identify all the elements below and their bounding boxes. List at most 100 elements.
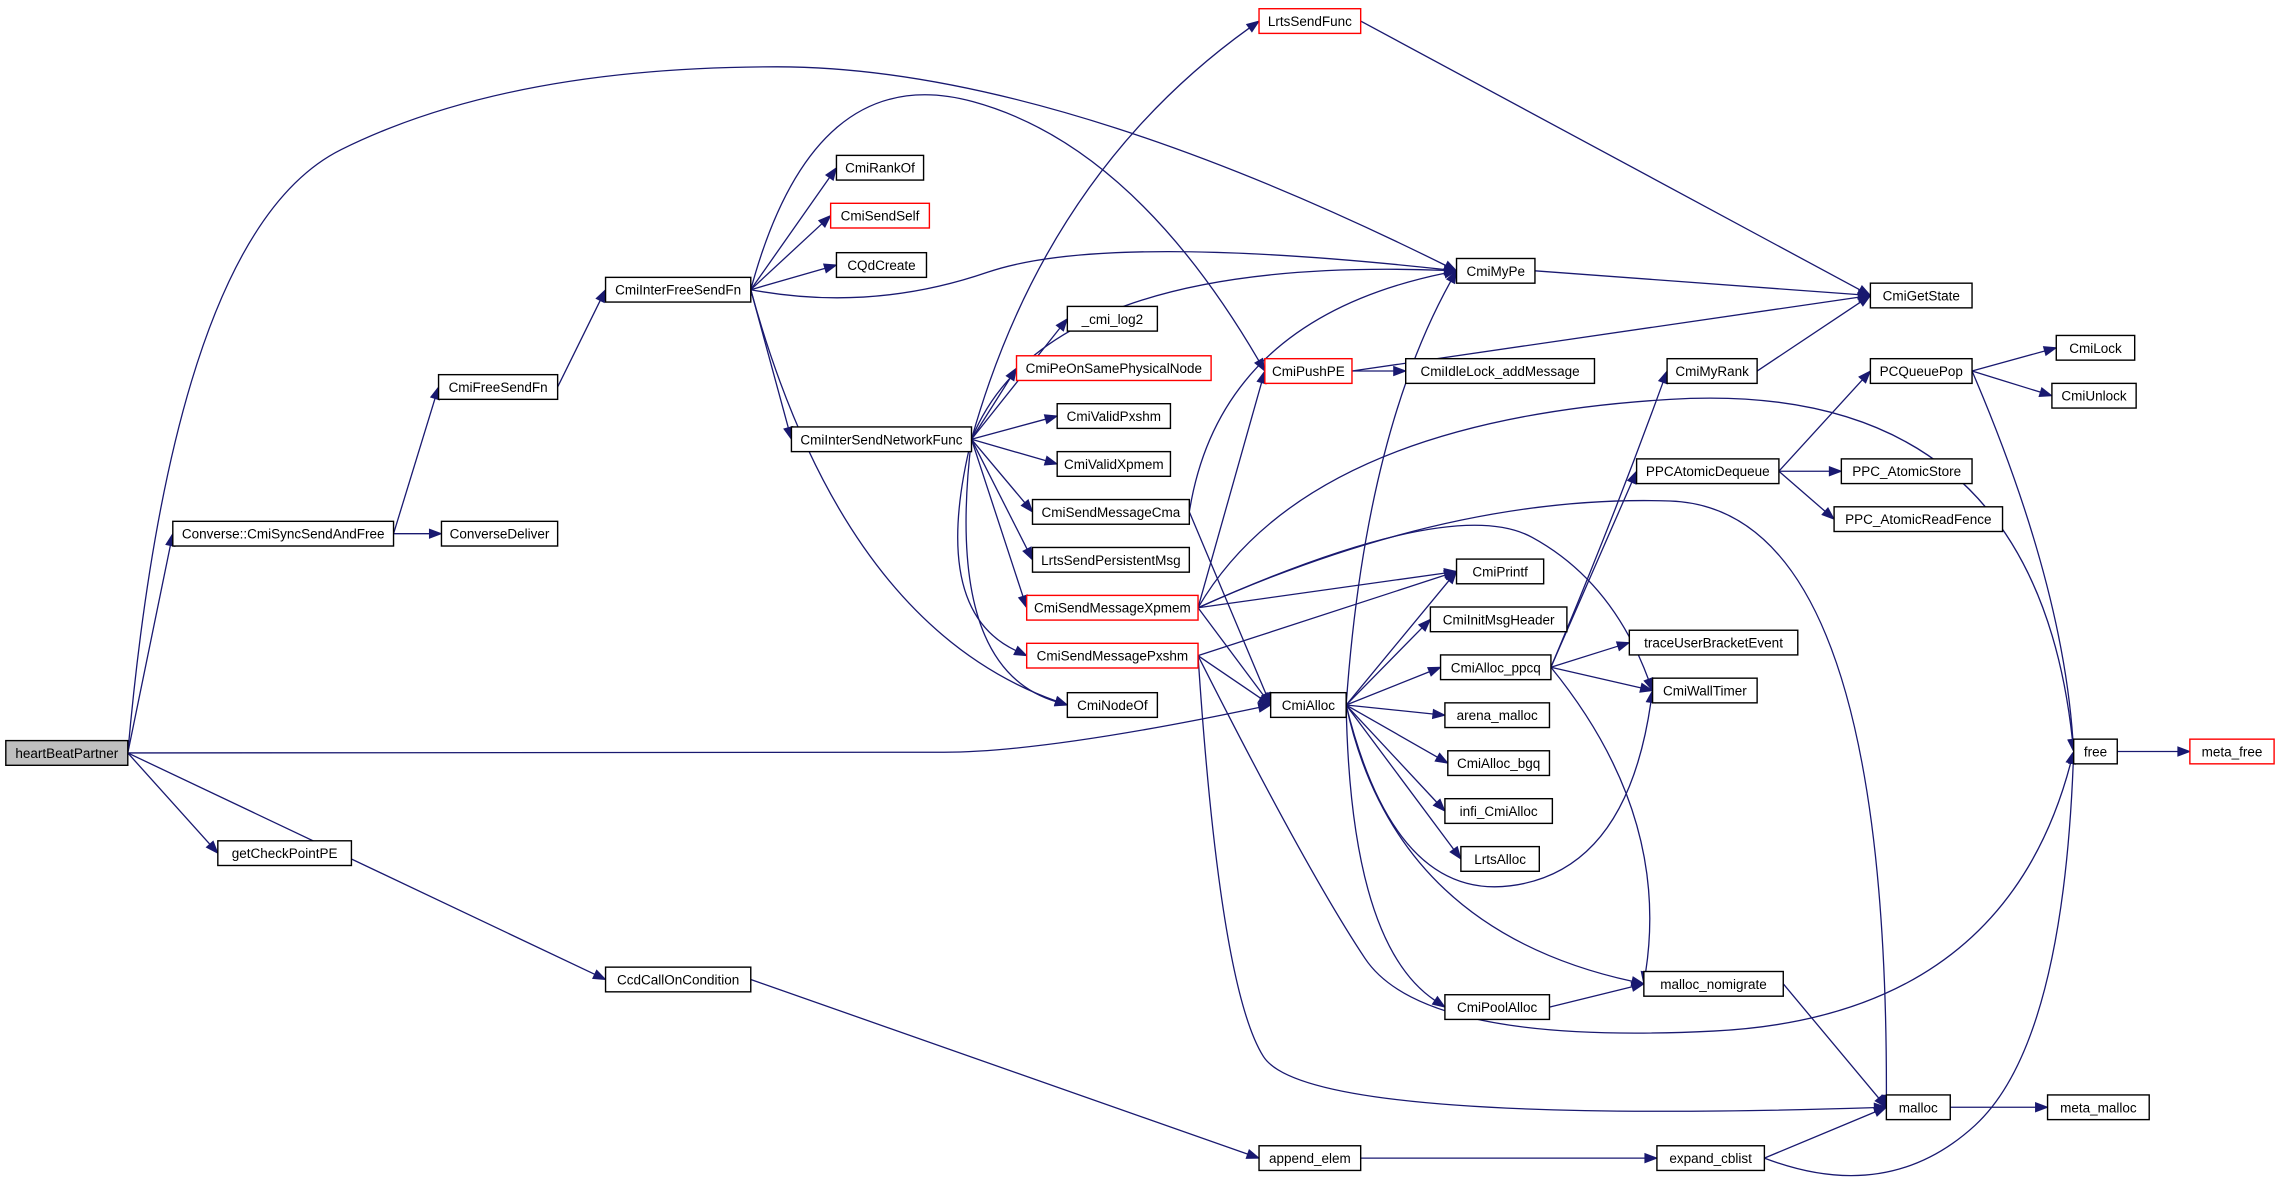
node-meta_free[interactable]: meta_free xyxy=(2189,738,2275,765)
node-CmiPushPE[interactable]: CmiPushPE xyxy=(1264,357,1353,385)
node-label[interactable]: CmiWallTimer xyxy=(1663,684,1747,699)
node-box[interactable] xyxy=(1066,305,1159,332)
node-label[interactable]: _cmi_log2 xyxy=(1081,312,1144,327)
node-box[interactable] xyxy=(440,520,559,547)
node-label[interactable]: CmiGetState xyxy=(1883,289,1960,304)
node-box[interactable] xyxy=(2189,738,2275,765)
node-label[interactable]: PPC_AtomicStore xyxy=(1852,464,1961,479)
node-box[interactable] xyxy=(835,251,928,279)
node-label[interactable]: CmiPushPE xyxy=(1272,364,1345,379)
node-label[interactable]: CmiUnlock xyxy=(2061,389,2127,404)
node-label[interactable]: CmiValidPxshm xyxy=(1067,409,1161,424)
node-box[interactable] xyxy=(1643,970,1784,997)
node-CmiSendMessageXpmem[interactable]: CmiSendMessageXpmem xyxy=(1025,594,1199,621)
node-box[interactable] xyxy=(2046,1094,2150,1121)
node-CmiWallTimer[interactable]: CmiWallTimer xyxy=(1651,677,1758,704)
node-PPCAtomicDequeue[interactable]: PPCAtomicDequeue xyxy=(1635,458,1780,485)
node-free[interactable]: free xyxy=(2072,738,2118,765)
node-box[interactable] xyxy=(1447,750,1551,777)
node-box[interactable] xyxy=(2051,382,2137,409)
node-CmiInterFreeSendFn[interactable]: CmiInterFreeSendFn xyxy=(604,276,752,303)
node-label[interactable]: CmiAlloc xyxy=(1282,698,1336,713)
node-label[interactable]: LrtsSendFunc xyxy=(1268,14,1352,29)
node-meta_malloc[interactable]: meta_malloc xyxy=(2046,1094,2150,1121)
node-box[interactable] xyxy=(1258,8,1362,35)
node-traceUserBracketEvent[interactable]: traceUserBracketEvent xyxy=(1628,629,1799,656)
node-box[interactable] xyxy=(1444,702,1551,729)
node-CmiSendMessageCma[interactable]: CmiSendMessageCma xyxy=(1031,498,1191,525)
node-label[interactable]: CmiSendSelf xyxy=(841,209,920,224)
node-box[interactable] xyxy=(437,373,559,401)
node-box[interactable] xyxy=(1264,357,1353,385)
node-label[interactable]: malloc xyxy=(1899,1100,1938,1115)
node-ConverseCmiSyncSendAndFree[interactable]: Converse::CmiSyncSendAndFree xyxy=(172,520,395,547)
node-CmiSendSelf[interactable]: CmiSendSelf xyxy=(829,202,931,229)
node-box[interactable] xyxy=(1869,282,1973,309)
node-ConverseDeliver[interactable]: ConverseDeliver xyxy=(440,520,559,547)
node-label[interactable]: malloc_nomigrate xyxy=(1660,977,1767,992)
node-box[interactable] xyxy=(1025,594,1199,621)
node-label[interactable]: CmiPoolAlloc xyxy=(1457,1000,1538,1015)
node-label[interactable]: Converse::CmiSyncSendAndFree xyxy=(182,527,385,542)
node-box[interactable] xyxy=(1269,691,1347,719)
node-CmiPoolAlloc[interactable]: CmiPoolAlloc xyxy=(1444,994,1551,1021)
node-_cmi_log2[interactable]: _cmi_log2 xyxy=(1066,305,1159,332)
node-CmiInterSendNetworkFunc[interactable]: CmiInterSendNetworkFunc xyxy=(790,426,973,453)
node-label[interactable]: LrtsAlloc xyxy=(1474,852,1526,867)
node-label[interactable]: PPCAtomicDequeue xyxy=(1646,464,1770,479)
node-box[interactable] xyxy=(1056,403,1172,430)
node-box[interactable] xyxy=(1404,357,1596,385)
node-box[interactable] xyxy=(172,520,395,547)
node-label[interactable]: CcdCallOnCondition xyxy=(617,972,739,987)
node-CmiRankOf[interactable]: CmiRankOf xyxy=(835,154,925,181)
node-CcdCallOnCondition[interactable]: CcdCallOnCondition xyxy=(604,966,752,993)
node-box[interactable] xyxy=(790,426,973,453)
node-PPC_AtomicStore[interactable]: PPC_AtomicStore xyxy=(1840,458,1973,485)
node-label[interactable]: CQdCreate xyxy=(847,258,915,273)
node-CmiMyPe[interactable]: CmiMyPe xyxy=(1455,257,1536,284)
node-box[interactable] xyxy=(217,840,353,867)
node-label[interactable]: CmiInitMsgHeader xyxy=(1443,612,1555,627)
node-box[interactable] xyxy=(1651,677,1758,704)
node-CmiSendMessagePxshm[interactable]: CmiSendMessagePxshm xyxy=(1025,642,1199,669)
node-box[interactable] xyxy=(1460,845,1540,873)
node-box[interactable] xyxy=(2072,738,2118,765)
node-box[interactable] xyxy=(1656,1145,1766,1172)
node-box[interactable] xyxy=(1066,691,1159,719)
node-CmiNodeOf[interactable]: CmiNodeOf xyxy=(1066,691,1159,719)
node-box[interactable] xyxy=(1031,498,1191,525)
node-box[interactable] xyxy=(1666,357,1758,385)
node-box[interactable] xyxy=(1869,357,1973,385)
node-CmiAlloc_ppcq[interactable]: CmiAlloc_ppcq xyxy=(1439,654,1552,681)
node-label[interactable]: LrtsSendPersistentMsg xyxy=(1041,553,1181,568)
node-label[interactable]: CmiInterSendNetworkFunc xyxy=(800,432,962,447)
node-CmiUnlock[interactable]: CmiUnlock xyxy=(2051,382,2137,409)
node-label[interactable]: arena_malloc xyxy=(1457,708,1538,723)
node-LrtsSendPersistentMsg[interactable]: LrtsSendPersistentMsg xyxy=(1031,546,1191,573)
node-label[interactable]: CmiInterFreeSendFn xyxy=(615,283,741,298)
node-label[interactable]: CmiSendMessageCma xyxy=(1042,505,1181,520)
node-label[interactable]: CmiAlloc_ppcq xyxy=(1451,660,1541,675)
node-malloc_nomigrate[interactable]: malloc_nomigrate xyxy=(1643,970,1784,997)
node-label[interactable]: expand_cblist xyxy=(1669,1151,1752,1166)
node-label[interactable]: CmiSendMessageXpmem xyxy=(1034,601,1191,616)
node-box[interactable] xyxy=(1015,355,1212,382)
node-CQdCreate[interactable]: CQdCreate xyxy=(835,251,928,279)
node-label[interactable]: CmiMyPe xyxy=(1466,264,1525,279)
node-box[interactable] xyxy=(1258,1145,1362,1172)
node-box[interactable] xyxy=(1429,606,1568,633)
node-CmiAlloc_bgq[interactable]: CmiAlloc_bgq xyxy=(1447,750,1551,777)
node-box[interactable] xyxy=(1031,546,1191,573)
node-LrtsAlloc[interactable]: LrtsAlloc xyxy=(1460,845,1540,873)
node-label[interactable]: CmiRankOf xyxy=(845,161,915,176)
node-label[interactable]: CmiValidXpmem xyxy=(1064,457,1164,472)
node-label[interactable]: infi_CmiAlloc xyxy=(1460,804,1538,819)
node-label[interactable]: getCheckPointPE xyxy=(232,846,338,861)
node-CmiGetState[interactable]: CmiGetState xyxy=(1869,282,1973,309)
node-expand_cblist[interactable]: expand_cblist xyxy=(1656,1145,1766,1172)
node-label[interactable]: ConverseDeliver xyxy=(450,527,550,542)
node-label[interactable]: meta_free xyxy=(2202,744,2263,759)
node-box[interactable] xyxy=(5,739,129,766)
node-box[interactable] xyxy=(2055,334,2136,361)
node-CmiAlloc[interactable]: CmiAlloc xyxy=(1269,691,1347,719)
